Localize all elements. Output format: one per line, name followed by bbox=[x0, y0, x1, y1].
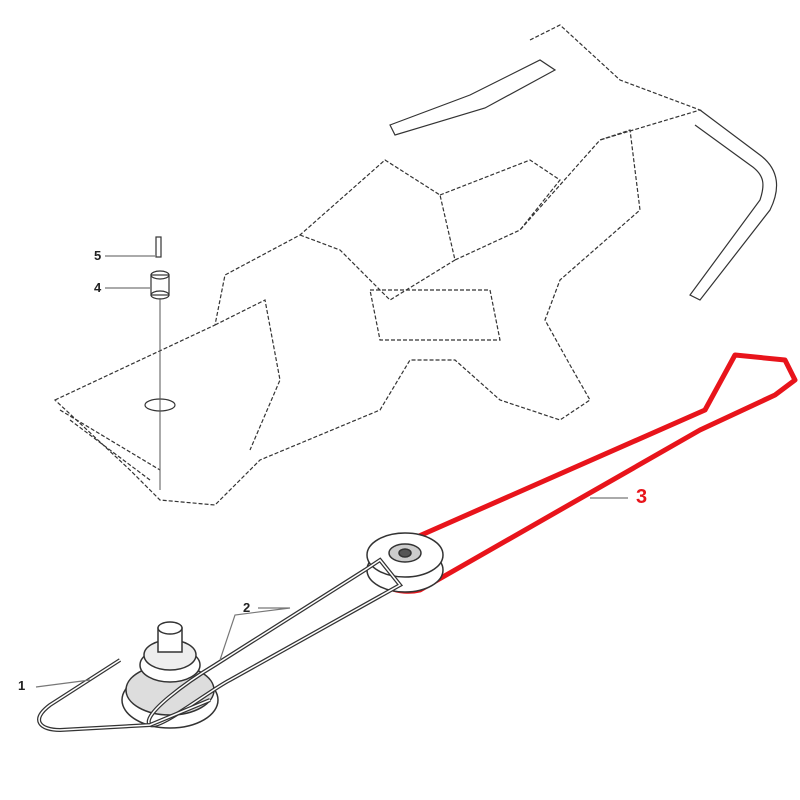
callout-2: 2 bbox=[243, 600, 251, 615]
pulley-engine bbox=[121, 621, 219, 729]
callout-1: 1 bbox=[18, 678, 26, 693]
callout-3: 3 bbox=[636, 486, 648, 508]
frame-tubes bbox=[144, 59, 778, 412]
chassis-frame bbox=[53, 24, 702, 506]
leader-lines bbox=[35, 255, 628, 688]
callout-5: 5 bbox=[94, 248, 102, 263]
callout-4: 4 bbox=[94, 280, 102, 295]
